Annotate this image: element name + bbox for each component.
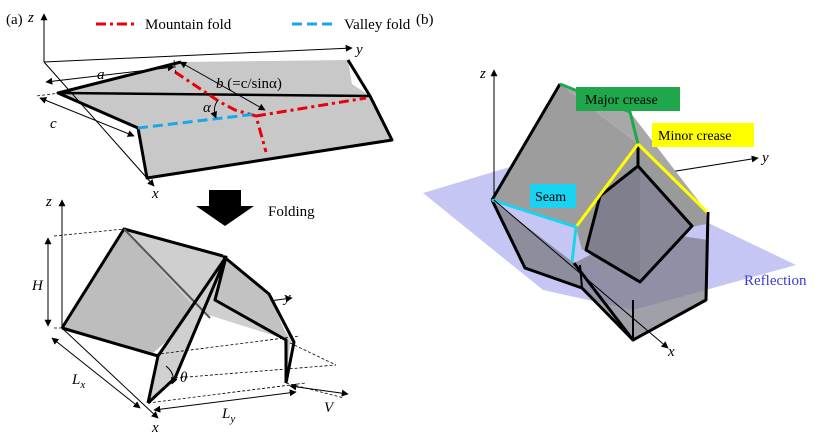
alpha-arc (210, 99, 219, 119)
fold-legend: Mountain fold Valley fold (96, 17, 411, 33)
reflection-label: Reflection (744, 273, 807, 289)
minor-crease-line-2 (636, 142, 709, 214)
dim-a-line (45, 64, 175, 85)
seam-tag (530, 184, 576, 208)
roof-front-fold (146, 255, 288, 405)
z-axis-label-bottom: z (45, 194, 52, 210)
panel-a: (a) Mountain fold Valley fold z y x a (6, 10, 411, 436)
dim-c-ext (35, 92, 61, 97)
x-axis-label-top: x (151, 186, 159, 202)
major-crease-tag (576, 87, 680, 111)
floor-dash-5 (289, 342, 337, 366)
x-axis-label-b: x (667, 344, 675, 360)
floor-dash-1 (147, 382, 307, 404)
minor-crease-label: Minor crease (658, 129, 731, 144)
roof-inner-edge (156, 256, 228, 357)
mountain-fold-horizontal (255, 96, 367, 118)
floor-dash-4 (285, 382, 345, 399)
reflected-edge-3 (579, 264, 583, 289)
alpha-label: α (203, 100, 212, 116)
folding-arrow-icon (196, 190, 254, 226)
seam-label: Seam (535, 190, 566, 205)
dim-v-label: V (324, 400, 335, 416)
dim-lx-label: Lx (71, 372, 85, 391)
dim-v-line (289, 383, 349, 397)
mountain-fold-label: Mountain fold (145, 17, 232, 33)
dim-lx-line (51, 337, 141, 409)
block-window-outline (584, 164, 694, 284)
theta-label: θ (180, 370, 188, 386)
seam-line (491, 198, 578, 263)
theta-arc (165, 365, 178, 385)
minor-crease-tag (652, 123, 754, 147)
y-axis-label-top: y (354, 42, 363, 58)
y-axis-label-bottom: y (282, 290, 291, 306)
floor-dash-2 (150, 335, 301, 356)
panel-b: (b) z y x Major creas (416, 12, 807, 360)
unfolded-sheet (58, 60, 392, 178)
z-axis-label-b: z (479, 66, 486, 82)
dim-b-line (179, 61, 266, 111)
folding-label: Folding (268, 204, 315, 220)
dim-c-line (39, 97, 135, 137)
reflected-outline (490, 199, 710, 342)
roof-side-face (148, 257, 226, 403)
dim-a-label: a (97, 67, 105, 83)
dim-ly-line (153, 389, 297, 413)
block-inner-highlight (640, 166, 692, 282)
dim-h-label: H (31, 278, 44, 294)
block-outline-left (490, 83, 562, 201)
roof-right-outline (222, 254, 296, 384)
roof-left-face (62, 229, 199, 355)
valley-fold-line (137, 112, 257, 130)
roof-right-face (223, 256, 294, 344)
valley-fold-label: Valley fold (344, 17, 411, 33)
y-axis-top (43, 44, 353, 63)
major-crease-label: Major crease (585, 93, 658, 108)
x-axis-b (493, 199, 669, 349)
dim-ly-label: Ly (221, 406, 235, 425)
dim-a-ext (173, 59, 177, 75)
y-axis-label-b: y (760, 150, 769, 166)
floor-dash-3 (174, 364, 337, 379)
panel-b-label: (b) (416, 12, 434, 28)
panel-a-label: (a) (6, 12, 23, 28)
z-axis-label-top: z (27, 10, 34, 26)
reflected-left-face (492, 200, 582, 288)
x-axis-label-bottom: x (151, 420, 159, 436)
dim-h-top-ext (53, 228, 125, 237)
dim-b-label: b (=c/sinα) (216, 76, 282, 92)
dim-c-label: c (50, 116, 57, 132)
